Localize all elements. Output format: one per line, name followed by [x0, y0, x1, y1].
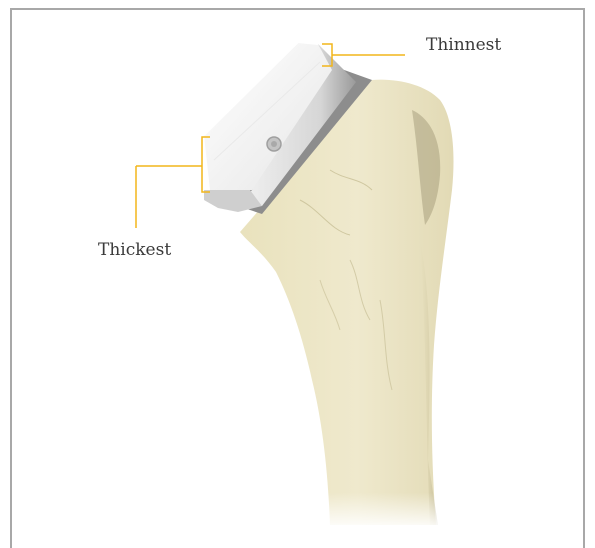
thickest-label: Thickest — [98, 240, 171, 260]
thickest-leader-line — [136, 137, 210, 228]
thinnest-label: Thinnest — [426, 35, 501, 55]
implant-illustration — [0, 0, 595, 537]
